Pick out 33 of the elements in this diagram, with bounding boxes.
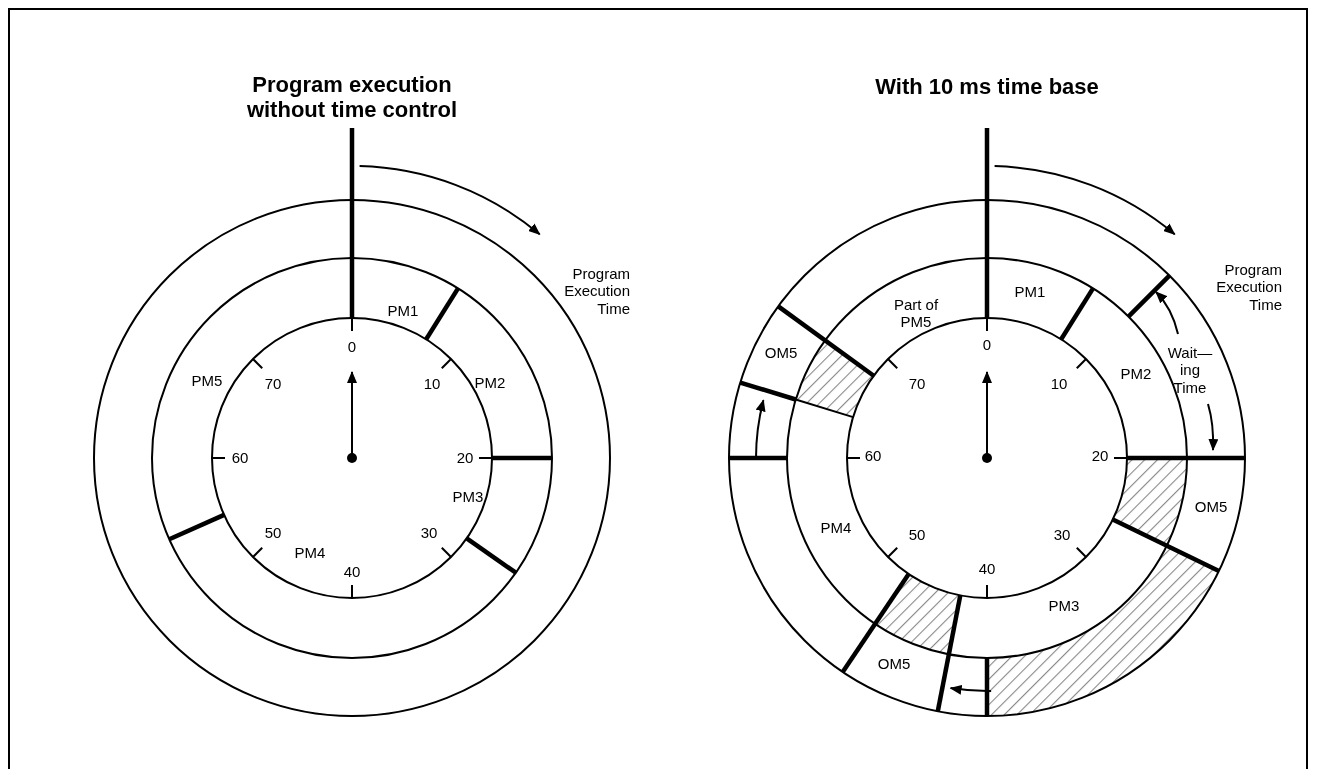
tick-number: 60 — [864, 447, 882, 465]
tick-number: 20 — [456, 449, 474, 467]
segment-label: PM1 — [387, 302, 419, 320]
segment-label: OM5 — [1194, 498, 1228, 516]
annotation-text: Program Execution Time — [1215, 261, 1282, 313]
segment-label: OM5 — [764, 344, 798, 362]
tick-number: 60 — [231, 449, 249, 467]
tick-number: 0 — [347, 338, 357, 356]
tick-number: 50 — [264, 524, 282, 542]
panel-title: Program execution without time control — [245, 71, 459, 123]
segment-label: PM5 — [191, 372, 223, 390]
tick-number: 40 — [343, 563, 361, 581]
segment-label: PM4 — [820, 519, 852, 537]
segment-label: Part of PM5 — [892, 295, 940, 331]
tick-number: 0 — [982, 336, 992, 354]
segment-label: PM2 — [474, 374, 506, 392]
segment-label: PM1 — [1014, 283, 1046, 301]
tick-number: 70 — [264, 375, 282, 393]
segment-label: PM2 — [1120, 365, 1152, 383]
tick-number: 10 — [423, 375, 441, 393]
tick-number: 30 — [420, 524, 438, 542]
tick-number: 20 — [1091, 447, 1109, 465]
tick-number: 40 — [978, 560, 996, 578]
tick-number: 70 — [908, 375, 926, 393]
segment-label: PM4 — [294, 544, 326, 562]
segment-label: PM3 — [1048, 597, 1080, 615]
segment-label: PM3 — [452, 488, 484, 506]
panel-title: With 10 ms time base — [875, 74, 1099, 100]
tick-number: 30 — [1053, 526, 1071, 544]
tick-number: 50 — [908, 526, 926, 544]
tick-number: 10 — [1050, 375, 1068, 393]
annotation-text: Program Execution Time — [563, 265, 630, 317]
segment-label: OM5 — [877, 655, 911, 673]
